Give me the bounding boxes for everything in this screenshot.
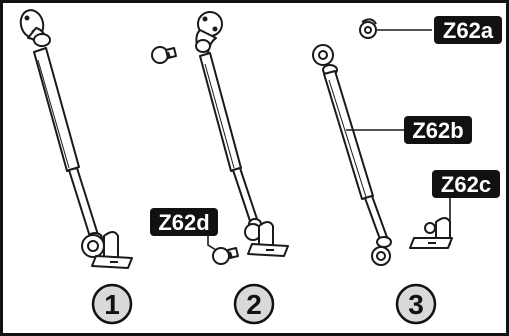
svg-text:Z62b: Z62b	[412, 118, 463, 143]
mount-bracket-z62c	[409, 217, 453, 249]
top-bracket-2	[195, 11, 223, 53]
svg-text:1: 1	[104, 289, 120, 320]
svg-text:Z62a: Z62a	[443, 18, 494, 43]
top-bracket-1	[19, 9, 51, 47]
label-z62a: Z62a	[434, 16, 502, 44]
step-number-1: 1	[91, 283, 133, 325]
svg-text:3: 3	[408, 289, 424, 320]
step-number-3: 3	[395, 283, 437, 325]
end-cap-bottom-2	[212, 247, 239, 265]
bottom-socket-3	[371, 236, 392, 266]
end-cap-top-2	[151, 46, 177, 64]
leader-z62d	[207, 234, 217, 251]
label-z62d: Z62d	[150, 208, 218, 236]
piston-rod-2	[232, 167, 259, 225]
gas-strut-1	[19, 9, 133, 269]
cylinder-2	[199, 52, 242, 172]
cylinder-3	[323, 70, 374, 200]
svg-text:Z62d: Z62d	[158, 210, 209, 235]
bottom-bracket-1	[81, 231, 133, 269]
bottom-bracket-2	[244, 218, 289, 257]
label-z62c: Z62c	[432, 170, 500, 198]
pivot-washer	[359, 18, 377, 39]
label-z62b: Z62b	[404, 116, 472, 144]
cylinder-1	[33, 47, 80, 172]
svg-text:Z62c: Z62c	[441, 172, 491, 197]
svg-text:2: 2	[246, 289, 262, 320]
piston-rod-3	[364, 195, 389, 243]
gas-strut-3	[312, 18, 392, 266]
gas-strut-2	[151, 11, 289, 265]
step-number-2: 2	[233, 283, 275, 325]
piston-rod-1	[68, 167, 100, 241]
